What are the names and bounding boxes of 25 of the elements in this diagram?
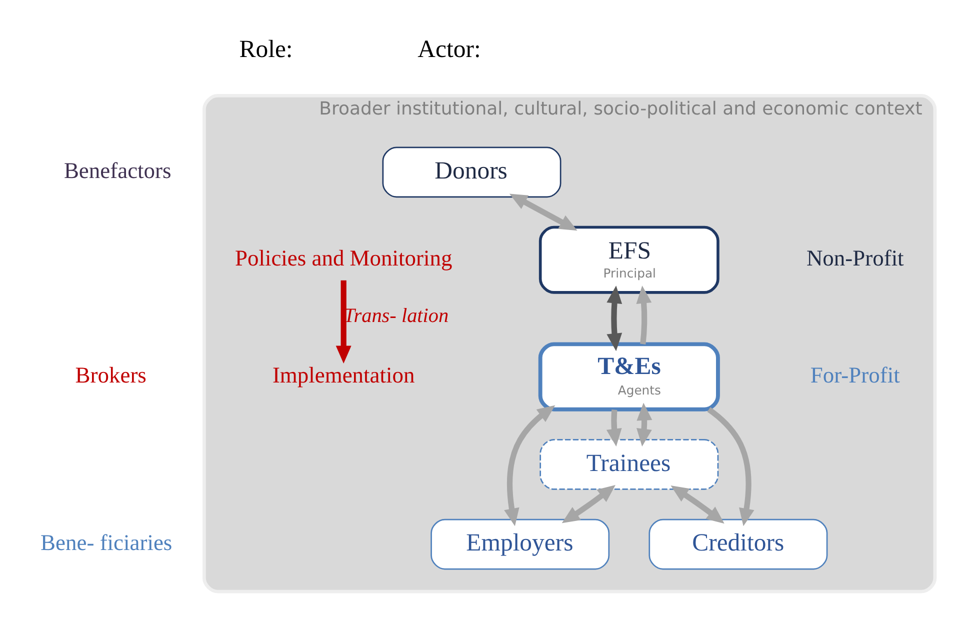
- node-box: Donors: [382, 146, 562, 198]
- label: Benefactors: [64, 158, 172, 183]
- node-box: T&Es Agents: [538, 342, 720, 412]
- arrow: [636, 286, 652, 344]
- node-text: Policies and Monitoring: [234, 245, 452, 270]
- arrow: [606, 410, 622, 446]
- label: Bene- ficiaries: [40, 530, 172, 555]
- arrow: [336, 280, 352, 364]
- label: Role:: [239, 36, 293, 64]
- arrow: [636, 402, 652, 446]
- arrow: [670, 485, 724, 524]
- node-box: EFS Principal: [538, 226, 720, 294]
- node-box: Trainees: [540, 439, 719, 490]
- arrow: [509, 194, 578, 231]
- arrow: [562, 484, 616, 524]
- node-box: Employers: [430, 518, 610, 570]
- label: Non-Profit: [806, 245, 904, 270]
- label: Actor:: [418, 36, 481, 64]
- arrow: [504, 405, 556, 526]
- node-box: Creditors: [648, 518, 828, 570]
- label: For-Profit: [810, 362, 900, 388]
- label: Brokers: [75, 362, 146, 388]
- arrow: [707, 407, 754, 526]
- node-text: Implementation: [272, 362, 415, 388]
- arrow: [606, 286, 622, 352]
